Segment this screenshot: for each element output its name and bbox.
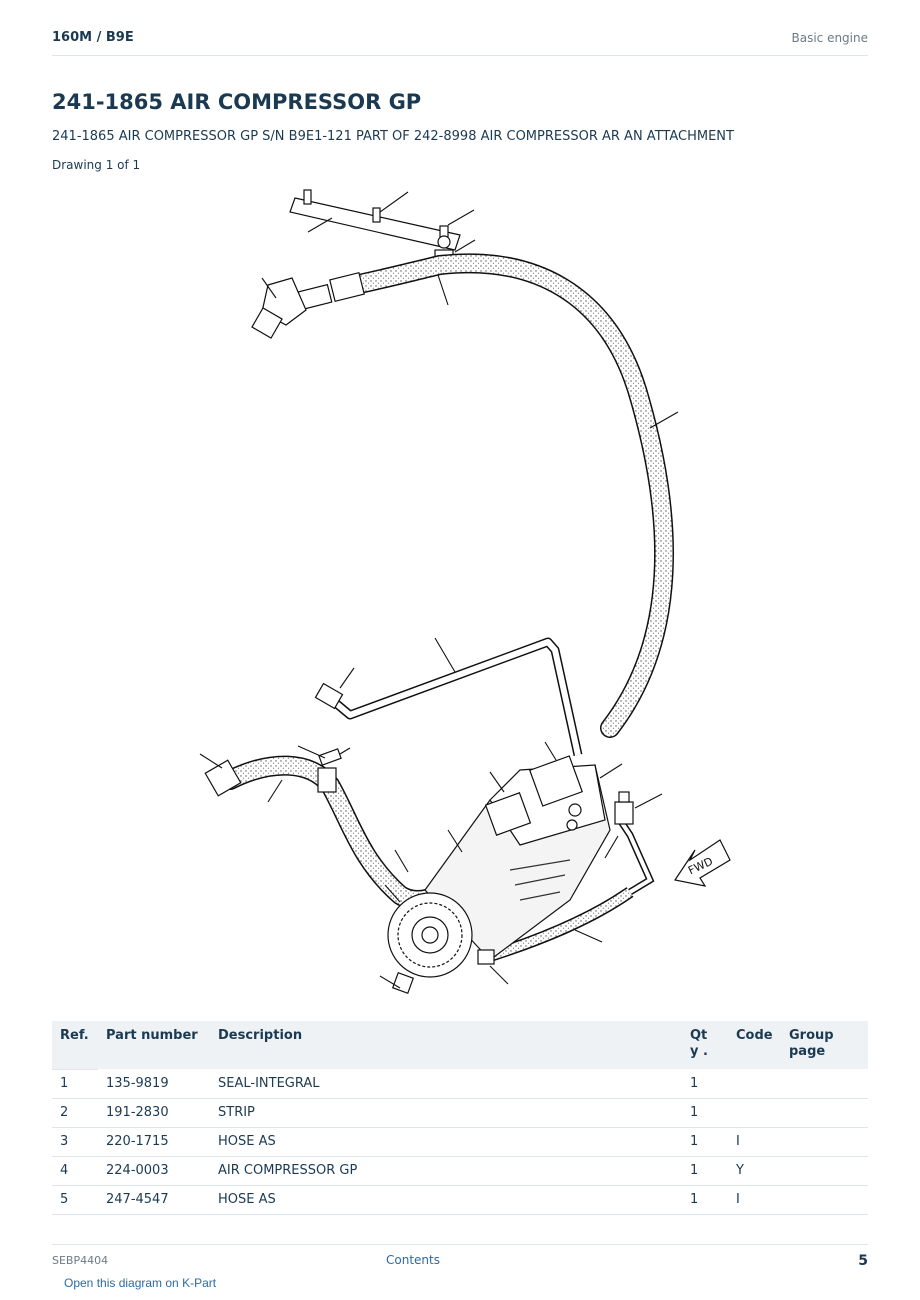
cell-code xyxy=(728,1069,781,1099)
page-footer: SEBP4404 Contents 5 xyxy=(52,1244,868,1274)
cell-part-number: 220-1715 xyxy=(98,1127,210,1157)
cell-group-page xyxy=(781,1098,868,1128)
cell-code: I xyxy=(728,1127,781,1157)
hose-long xyxy=(430,253,674,738)
breadcrumb: 160M / B9E xyxy=(52,30,134,45)
cell-code xyxy=(728,1098,781,1128)
cell-ref: 5 xyxy=(52,1185,98,1215)
cell-group-page xyxy=(781,1069,868,1099)
cell-group-page xyxy=(781,1127,868,1157)
elbow-fitting-top xyxy=(251,271,365,339)
cell-description: HOSE AS xyxy=(210,1127,682,1157)
cell-part-number: 135-9819 xyxy=(98,1069,210,1099)
cell-ref: 3 xyxy=(52,1127,98,1157)
cell-group-page xyxy=(781,1156,868,1186)
section-label: Basic engine xyxy=(791,31,868,45)
cell-part-number: 191-2830 xyxy=(98,1098,210,1128)
table-row: 3 220-1715 HOSE AS 1 I xyxy=(52,1127,868,1157)
table-header-row: Ref. Part number Description Qty . Code … xyxy=(52,1021,868,1070)
bolt-left xyxy=(318,747,351,766)
contents-link[interactable]: Contents xyxy=(386,1253,440,1267)
table-row: 4 224-0003 AIR COMPRESSOR GP 1 Y xyxy=(52,1156,868,1186)
col-part-number: Part number xyxy=(98,1021,210,1069)
cell-group-page xyxy=(781,1185,868,1215)
cell-qty: 1 xyxy=(682,1185,728,1215)
cell-code: I xyxy=(728,1185,781,1215)
cell-qty: 1 xyxy=(682,1098,728,1128)
cell-ref: 2 xyxy=(52,1098,98,1128)
table-row: 1 135-9819 SEAL-INTEGRAL 1 xyxy=(52,1069,868,1099)
col-group-page: Group page xyxy=(781,1021,868,1069)
col-qty: Qty . xyxy=(682,1021,728,1069)
col-description: Description xyxy=(210,1021,682,1069)
fwd-arrow-icon: FWD xyxy=(674,839,731,887)
air-compressor xyxy=(387,755,611,995)
right-fitting xyxy=(614,791,634,825)
cell-qty: 1 xyxy=(682,1069,728,1099)
cell-ref: 4 xyxy=(52,1156,98,1186)
table-row: 5 247-4547 HOSE AS 1 I xyxy=(52,1185,868,1215)
cell-description: HOSE AS xyxy=(210,1185,682,1215)
cell-part-number: 224-0003 xyxy=(98,1156,210,1186)
cell-description: AIR COMPRESSOR GP xyxy=(210,1156,682,1186)
cell-ref: 1 xyxy=(52,1069,98,1099)
page-header: 160M / B9E Basic engine xyxy=(52,28,868,56)
cell-qty: 1 xyxy=(682,1127,728,1157)
col-code: Code xyxy=(728,1021,781,1069)
kpart-link[interactable]: Open this diagram on K-Part xyxy=(64,1276,217,1290)
leader-lines xyxy=(199,191,679,989)
cell-part-number: 247-4547 xyxy=(98,1185,210,1215)
col-ref: Ref. xyxy=(52,1021,98,1070)
metal-tube xyxy=(329,637,583,756)
cell-qty: 1 xyxy=(682,1156,728,1186)
drawing-label: Drawing 1 of 1 xyxy=(52,158,141,172)
cell-description: STRIP xyxy=(210,1098,682,1128)
cell-description: SEAL-INTEGRAL xyxy=(210,1069,682,1099)
table-row: 2 191-2830 STRIP 1 xyxy=(52,1098,868,1128)
parts-diagram: FWD xyxy=(199,189,731,995)
document-id: SEBP4404 xyxy=(52,1254,109,1267)
cell-code: Y xyxy=(728,1156,781,1186)
parts-table: Ref. Part number Description Qty . Code … xyxy=(52,1021,868,1215)
page-title: 241-1865 AIR COMPRESSOR GP xyxy=(52,90,422,114)
page-number: 5 xyxy=(858,1253,868,1269)
page-subtitle: 241-1865 AIR COMPRESSOR GP S/N B9E1-121 … xyxy=(52,129,734,144)
